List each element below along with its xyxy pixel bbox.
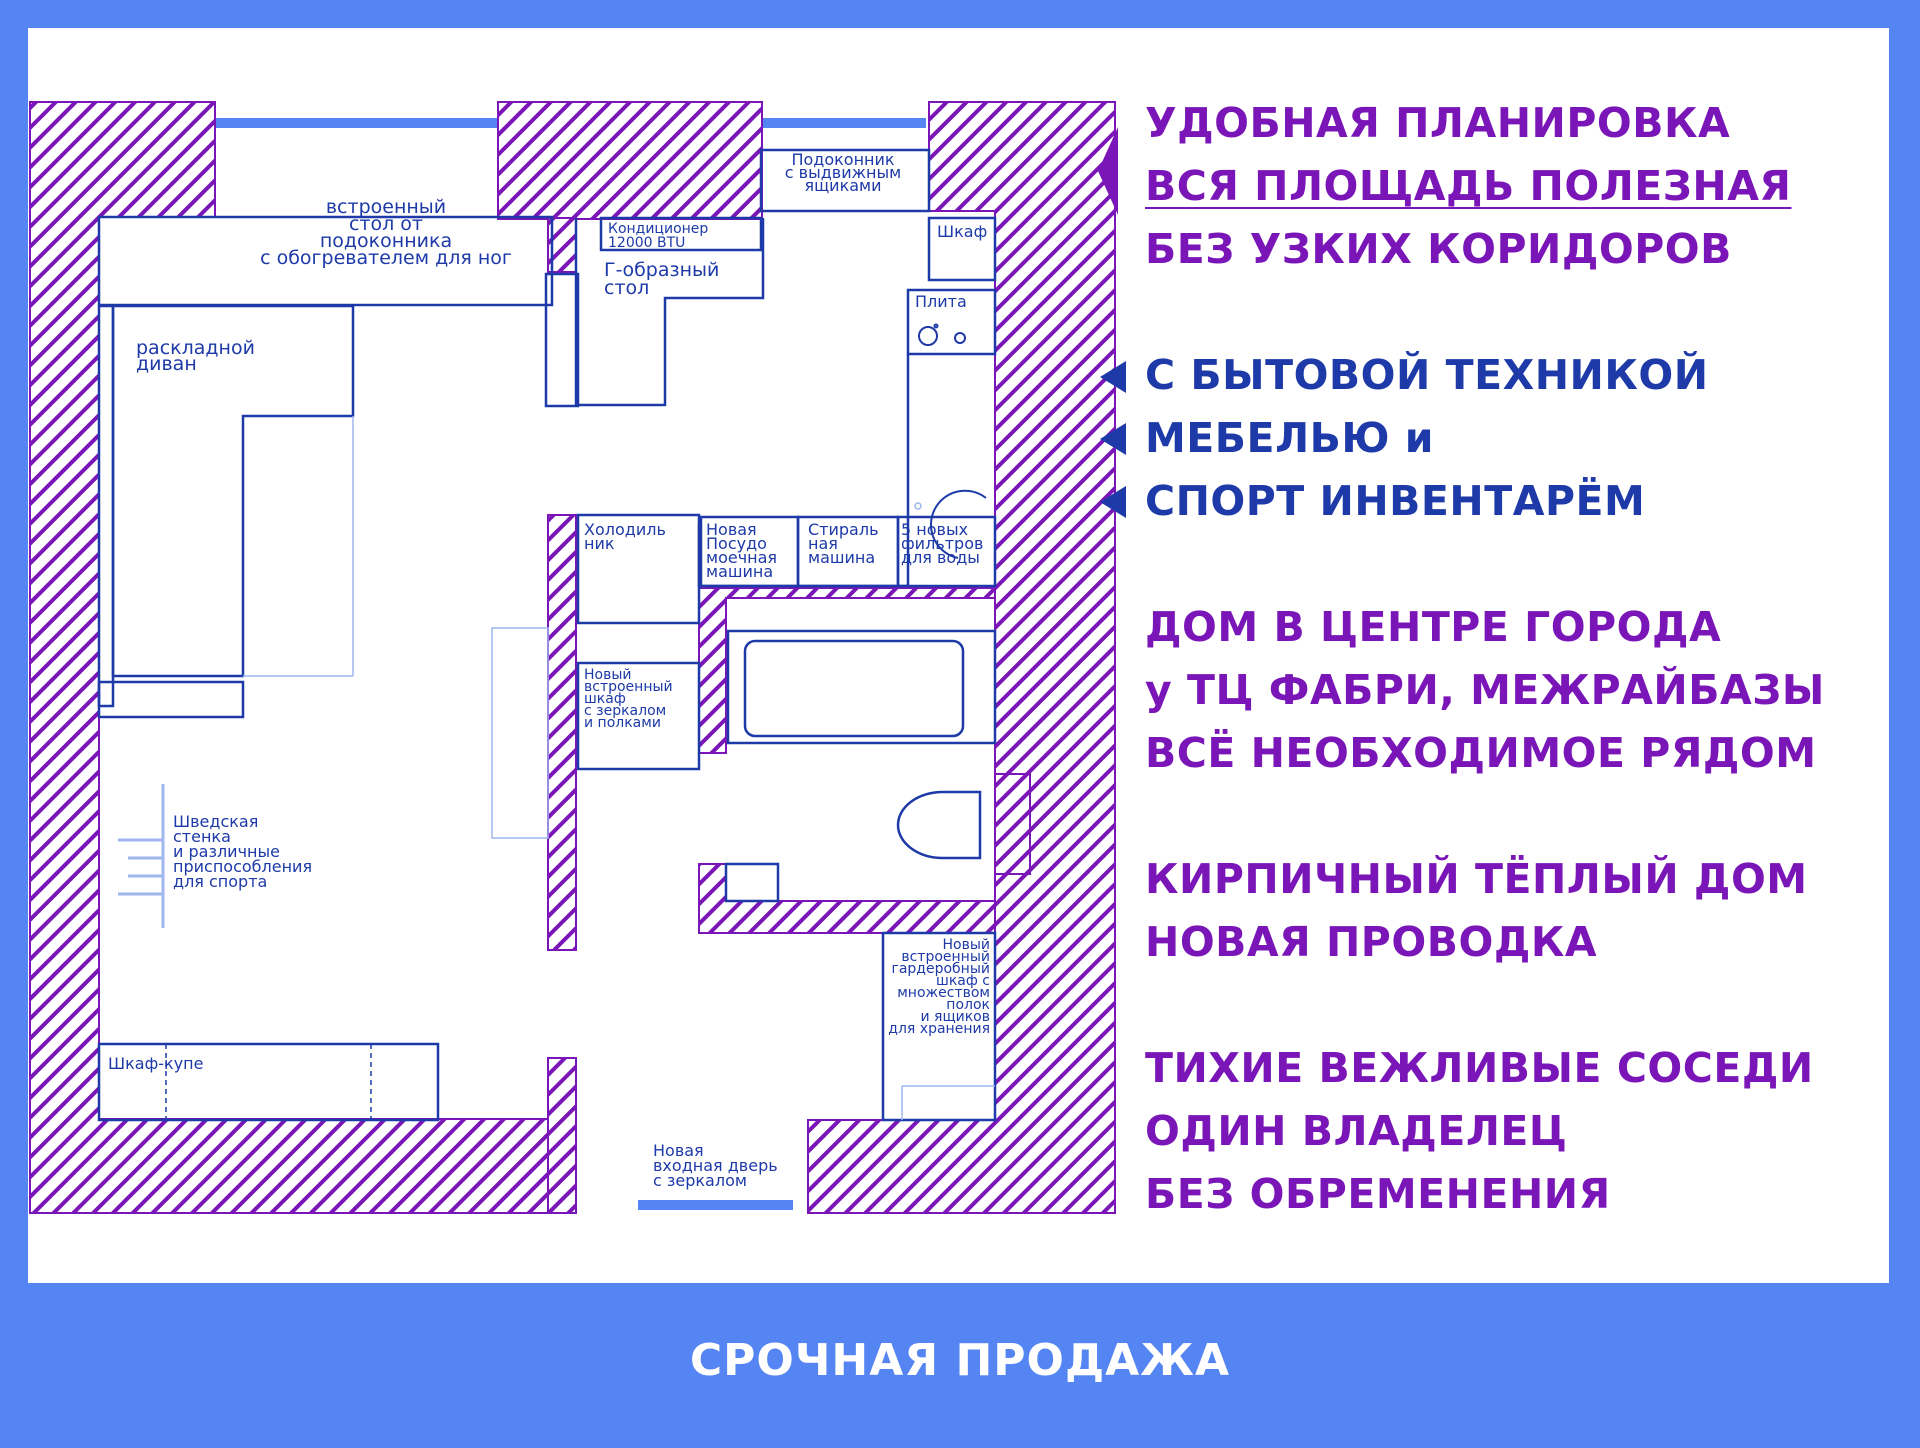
feature-line: УДОБНАЯ ПЛАНИРОВКА <box>1145 99 1731 147</box>
sofa-step <box>97 680 245 719</box>
label-stove: Плита <box>915 292 967 311</box>
feature-line: КИРПИЧНЫЙ ТЁПЛЫЙ ДОМ <box>1145 855 1808 903</box>
bathtub-frame <box>726 629 997 745</box>
fridge <box>576 513 701 625</box>
label-cabinet: Шкаф <box>937 222 987 241</box>
feature-line: ДОМ В ЦЕНТРЕ ГОРОДА <box>1145 603 1722 651</box>
swedish-wall <box>118 784 165 928</box>
l-shaped-desk <box>574 218 765 407</box>
feature-list: УДОБНАЯ ПЛАНИРОВКА ВСЯ ПЛОЩАДЬ ПОЛЕЗНАЯ … <box>1145 92 1905 1226</box>
water-filters <box>896 515 997 588</box>
mirror-closet <box>576 661 701 771</box>
bathtub <box>743 639 965 738</box>
pointer-icon <box>1100 423 1126 455</box>
feature-group-layout: УДОБНАЯ ПЛАНИРОВКА ВСЯ ПЛОЩАДЬ ПОЛЕЗНАЯ … <box>1145 92 1905 281</box>
coupe-closet <box>97 1042 440 1122</box>
feature-line: БЕЗ УЗКИХ КОРИДОРОВ <box>1145 225 1732 273</box>
toilet <box>896 790 982 860</box>
feature-line: БЕЗ ОБРЕМЕНЕНИЯ <box>1145 1170 1611 1218</box>
entrance-threshold <box>638 1200 793 1210</box>
feature-group-building: КИРПИЧНЫЙ ТЁПЛЫЙ ДОМ НОВАЯ ПРОВОДКА <box>1145 848 1905 974</box>
feature-line: у ТЦ ФАБРИ, МЕЖРАЙБАЗЫ <box>1145 666 1825 714</box>
feature-group-ownership: ТИХИЕ ВЕЖЛИВЫЕ СОСЕДИ ОДИН ВЛАДЕЛЕЦ БЕЗ … <box>1145 1037 1905 1226</box>
sink <box>724 862 780 903</box>
appliance-details <box>918 323 987 559</box>
feature-line: СПОРТ ИНВЕНТАРЁМ <box>1145 477 1646 525</box>
stove <box>906 288 997 356</box>
feature-line: ВСЯ ПЛОЩАДЬ ПОЛЕЗНАЯ <box>1145 162 1792 210</box>
feature-line: С БЫТОВОЙ ТЕХНИКОЙ <box>1145 351 1709 399</box>
feature-line: МЕБЕЛЬЮ и <box>1145 414 1434 462</box>
urgent-sale-banner: СРОЧНАЯ ПРОДАЖА <box>689 1335 1231 1386</box>
feature-line: ТИХИЕ ВЕЖЛИВЫЕ СОСЕДИ <box>1145 1044 1814 1092</box>
light-lines <box>243 416 995 1120</box>
label-coupe: Шкаф-купе <box>108 1054 203 1073</box>
cabinet <box>927 216 997 282</box>
pointer-icon <box>1100 486 1126 518</box>
feature-line: ОДИН ВЛАДЕЛЕЦ <box>1145 1107 1568 1155</box>
desk-column <box>544 272 580 408</box>
walls <box>29 101 1116 1214</box>
window-sill-drawers <box>759 148 931 213</box>
feature-line: НОВАЯ ПРОВОДКА <box>1145 918 1598 966</box>
ac-unit <box>599 216 763 252</box>
feature-group-appliances: С БЫТОВОЙ ТЕХНИКОЙ МЕБЕЛЬЮ и СПОРТ ИНВЕН… <box>1145 344 1905 533</box>
pointer-icon <box>1100 361 1126 393</box>
sofa-back <box>97 304 115 708</box>
feature-line: ВСЁ НЕОБХОДИМОЕ РЯДОМ <box>1145 729 1817 777</box>
furniture <box>97 148 997 1122</box>
wardrobe <box>881 931 997 1122</box>
pointer-icon <box>1098 127 1118 215</box>
sofa <box>111 304 355 678</box>
window-right <box>761 118 926 128</box>
feature-group-location: ДОМ В ЦЕНТРЕ ГОРОДА у ТЦ ФАБРИ, МЕЖРАЙБА… <box>1145 596 1905 785</box>
window-left <box>214 118 504 128</box>
